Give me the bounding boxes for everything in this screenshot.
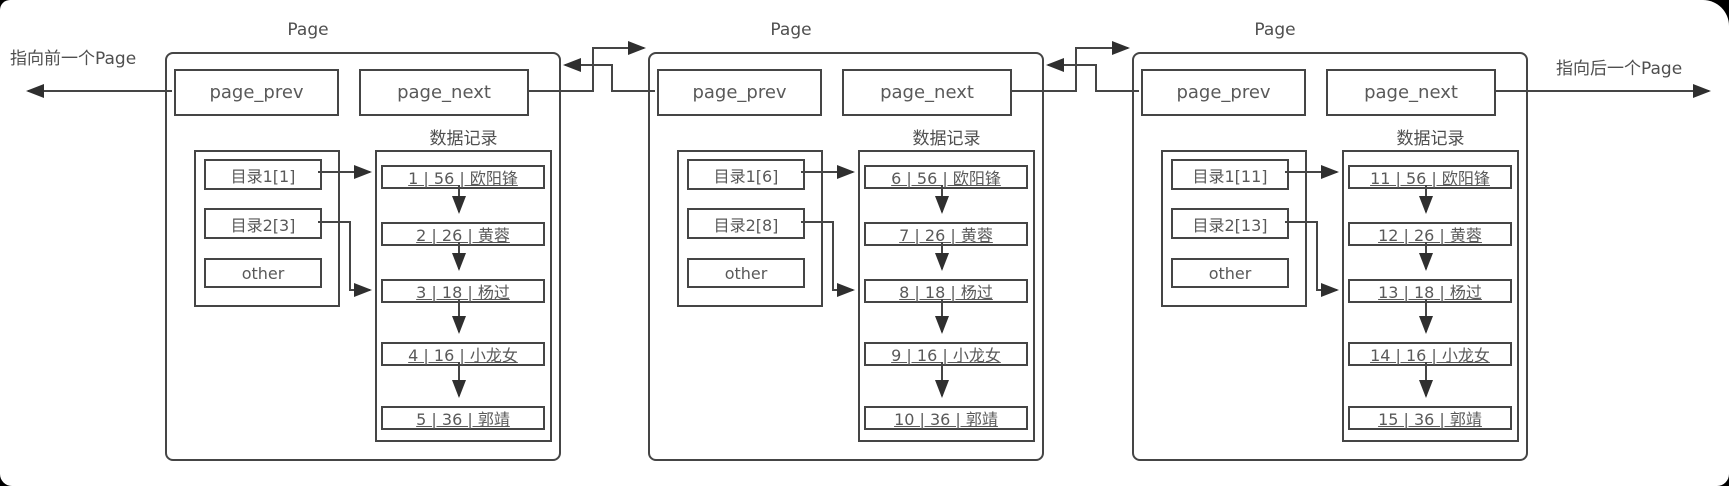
record-row: 8 | 18 | 杨过 [864,279,1028,303]
arrow-page2-prev-to-page1 [563,58,655,92]
record-row: 14 | 16 | 小龙女 [1348,342,1512,366]
record-text: 15 | 36 | 郭靖 [1378,410,1482,429]
record-text: 4 | 16 | 小龙女 [408,346,518,365]
record-text: 9 | 16 | 小龙女 [891,346,1001,365]
records-box: 11 | 56 | 欧阳锋 12 | 26 | 黄蓉 13 | 18 | 杨过 … [1342,150,1519,442]
record-row: 15 | 36 | 郭靖 [1348,406,1512,430]
record-row: 9 | 16 | 小龙女 [864,342,1028,366]
records-title: 数据记录 [1396,129,1465,149]
record-row: 11 | 56 | 欧阳锋 [1348,165,1512,189]
record-text: 10 | 36 | 郭靖 [894,410,998,429]
directory-slot-2: 目录2[3] [204,208,322,239]
record-text: 12 | 26 | 黄蓉 [1378,226,1482,245]
record-text: 7 | 26 | 黄蓉 [899,226,993,245]
record-row: 12 | 26 | 黄蓉 [1348,222,1512,246]
record-row: 6 | 56 | 欧阳锋 [864,165,1028,189]
record-row: 2 | 26 | 黄蓉 [381,222,545,246]
record-text: 14 | 16 | 小龙女 [1370,346,1490,365]
record-row: 1 | 56 | 欧阳锋 [381,165,545,189]
page-next-field: page_next [359,69,529,116]
page-next-field: page_next [1326,69,1496,116]
prev-page-pointer-label: 指向前一个Page [10,49,137,69]
directory-slot-2: 目录2[13] [1171,208,1289,239]
page-title: Page [1254,20,1296,40]
page-title: Page [770,20,812,40]
directory-slot-1: 目录1[6] [687,159,805,190]
record-row: 4 | 16 | 小龙女 [381,342,545,366]
record-text: 2 | 26 | 黄蓉 [416,226,510,245]
directory-slot-1: 目录1[1] [204,159,322,190]
record-text: 3 | 18 | 杨过 [416,283,510,302]
record-row: 10 | 36 | 郭靖 [864,406,1028,430]
records-box: 6 | 56 | 欧阳锋 7 | 26 | 黄蓉 8 | 18 | 杨过 9 |… [858,150,1035,442]
records-title: 数据记录 [912,129,981,149]
arrow-page3-prev-to-page2 [1046,58,1139,92]
page-prev-field: page_prev [657,69,822,116]
directory-slot-other: other [1171,258,1289,288]
page-next-field: page_next [842,69,1012,116]
directory-box: 目录1[6] 目录2[8] other [677,150,823,307]
records-box: 1 | 56 | 欧阳锋 2 | 26 | 黄蓉 3 | 18 | 杨过 4 |… [375,150,552,442]
page-node-3: Page page_prev page_next 数据记录 目录1[11] 目录… [1132,20,1528,461]
record-text: 1 | 56 | 欧阳锋 [408,169,518,188]
records-title: 数据记录 [429,129,498,149]
record-row: 7 | 26 | 黄蓉 [864,222,1028,246]
record-text: 8 | 18 | 杨过 [899,283,993,302]
page-node-1: Page page_prev page_next 数据记录 目录1[1] 目录2… [165,20,561,461]
directory-slot-2: 目录2[8] [687,208,805,239]
directory-box: 目录1[1] 目录2[3] other [194,150,340,307]
directory-slot-1: 目录1[11] [1171,159,1289,190]
page-title: Page [287,20,329,40]
directory-slot-other: other [687,258,805,288]
record-text: 6 | 56 | 欧阳锋 [891,169,1001,188]
page-prev-field: page_prev [174,69,339,116]
page-prev-field: page_prev [1141,69,1306,116]
record-text: 13 | 18 | 杨过 [1378,283,1482,302]
record-text: 5 | 36 | 郭靖 [416,410,510,429]
next-page-pointer-label: 指向后一个Page [1556,59,1683,79]
record-row: 5 | 36 | 郭靖 [381,406,545,430]
record-row: 13 | 18 | 杨过 [1348,279,1512,303]
record-row: 3 | 18 | 杨过 [381,279,545,303]
record-text: 11 | 56 | 欧阳锋 [1370,169,1490,188]
page-node-2: Page page_prev page_next 数据记录 目录1[6] 目录2… [648,20,1044,461]
directory-slot-other: other [204,258,322,288]
directory-box: 目录1[11] 目录2[13] other [1161,150,1307,307]
